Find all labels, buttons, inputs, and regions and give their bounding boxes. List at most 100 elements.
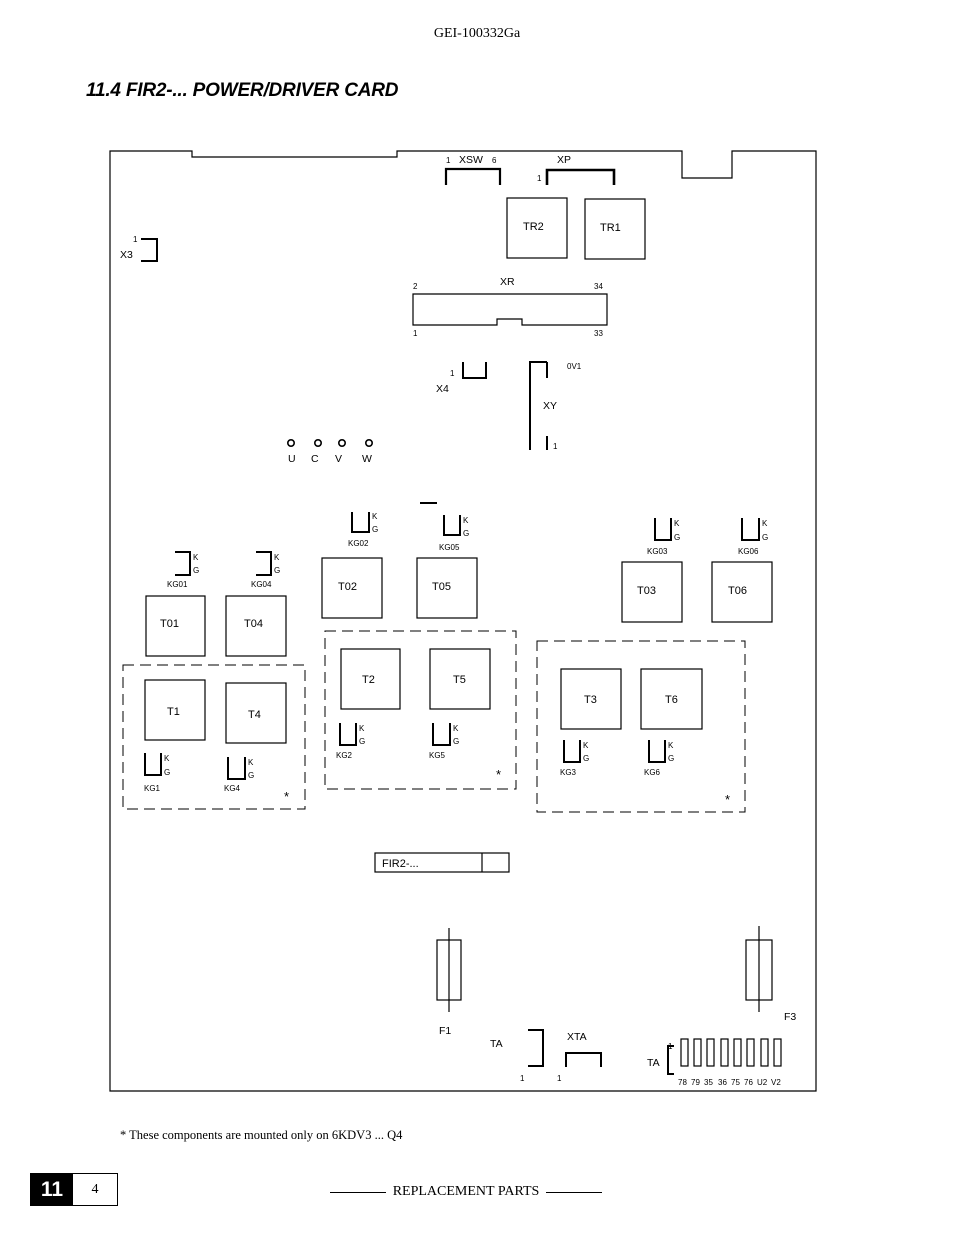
diagram-shape bbox=[648, 740, 666, 763]
diagram-shape bbox=[364, 438, 373, 447]
diagram-shape bbox=[227, 757, 246, 780]
diagram-shape bbox=[225, 682, 287, 744]
fuse-f3 bbox=[745, 926, 773, 1012]
diagram-label: K bbox=[248, 758, 254, 767]
diagram-shape bbox=[565, 1052, 602, 1067]
xp-connector: XP 1 bbox=[537, 154, 616, 185]
xr-label: XR bbox=[500, 276, 515, 288]
diagram-shape bbox=[706, 1038, 715, 1067]
diagram-shape bbox=[528, 1029, 544, 1067]
diagram-label: G bbox=[193, 566, 199, 575]
ta-left-label: TA bbox=[490, 1038, 503, 1050]
diagram-shape bbox=[175, 551, 191, 576]
terminal-35: 35 bbox=[704, 1078, 713, 1087]
thyristor-t06: T06 bbox=[728, 585, 747, 597]
tr2-label: TR2 bbox=[523, 221, 544, 233]
diagram-shape bbox=[720, 1038, 729, 1067]
gate-kg03: KG03 bbox=[647, 547, 668, 556]
xr-pin-2: 2 bbox=[413, 282, 418, 291]
diagram-label: G bbox=[274, 566, 280, 575]
thyristor-t05: T05 bbox=[432, 581, 451, 593]
thyristor-t04: T04 bbox=[244, 618, 263, 630]
gate-kg1: KG1 bbox=[144, 784, 161, 793]
gate-kg01: KG01 bbox=[167, 580, 188, 589]
diagram-label: K bbox=[453, 724, 459, 733]
xta-label: XTA bbox=[567, 1031, 587, 1043]
thyristor-t6: T6 bbox=[665, 694, 678, 706]
diagram-shape bbox=[563, 740, 581, 763]
diagram-shape bbox=[680, 1038, 689, 1067]
test-point-u: U bbox=[288, 453, 296, 465]
diagram-shape bbox=[443, 515, 461, 536]
diagram-shape bbox=[621, 561, 683, 623]
diagram-shape bbox=[444, 167, 502, 185]
optional-marker-left: * bbox=[284, 789, 289, 804]
diagram-shape bbox=[145, 595, 206, 657]
test-point-w: W bbox=[362, 453, 372, 465]
diagram-shape bbox=[374, 852, 510, 873]
chapter-page-box: 11 4 bbox=[30, 1173, 118, 1206]
xp-label: XP bbox=[557, 154, 571, 166]
diagram-label: K bbox=[164, 754, 170, 763]
diagram-shape bbox=[339, 723, 357, 746]
gate-kg5: KG5 bbox=[429, 751, 446, 760]
diagram-label: G bbox=[674, 533, 680, 542]
optional-marker-right: * bbox=[725, 792, 730, 807]
diagram-shape bbox=[337, 438, 346, 447]
diagram-shape bbox=[545, 168, 616, 185]
footer-rule-left bbox=[330, 1191, 386, 1193]
fuse-f1 bbox=[436, 928, 462, 1012]
section-title: 11.4 FIR2-... POWER/DRIVER CARD bbox=[86, 80, 399, 101]
xsw-pin-last: 6 bbox=[492, 156, 497, 165]
document-id: GEI-100332Ga bbox=[433, 26, 521, 41]
diagram-label: G bbox=[583, 754, 589, 763]
xr-connector: XR 2 34 1 33 bbox=[412, 276, 608, 338]
xta-pin-first: 1 bbox=[557, 1074, 562, 1083]
ta-right-terminal-block: TA 1 78 79 35 36 75 76 U2 V2 bbox=[647, 1038, 782, 1087]
diagram-label: K bbox=[463, 516, 469, 525]
thyristor-t02: T02 bbox=[338, 581, 357, 593]
diagram-shape bbox=[429, 648, 491, 710]
tr1-transformer: TR1 bbox=[584, 198, 646, 260]
xr-pin-1: 1 bbox=[413, 329, 418, 338]
xr-pin-33: 33 bbox=[594, 329, 603, 338]
diagram-label: K bbox=[372, 512, 378, 521]
footer-rule-right bbox=[546, 1191, 602, 1193]
diagram-shape bbox=[321, 557, 383, 619]
diagram-shape bbox=[654, 518, 672, 541]
diagram-label: G bbox=[372, 525, 378, 534]
diagram-label: G bbox=[359, 737, 365, 746]
gate-kg06: KG06 bbox=[738, 547, 759, 556]
footer-section-name: REPLACEMENT PARTS bbox=[392, 1184, 540, 1199]
test-point-c: C bbox=[311, 453, 319, 465]
test-points: U C V W bbox=[286, 438, 373, 465]
gate-kg4: KG4 bbox=[224, 784, 241, 793]
diagram-shape bbox=[506, 197, 568, 259]
diagram-label: G bbox=[248, 771, 254, 780]
diagram-label: K bbox=[762, 519, 768, 528]
diagram-shape bbox=[416, 557, 478, 619]
diagram-shape bbox=[313, 438, 322, 447]
thyristor-t2: T2 bbox=[362, 674, 375, 686]
chapter-number: 11 bbox=[31, 1174, 73, 1205]
diagram-shape bbox=[584, 198, 646, 260]
x4-connector: 1 X4 bbox=[436, 362, 487, 395]
tr2-transformer: TR2 bbox=[506, 197, 568, 259]
x4-label: X4 bbox=[436, 383, 449, 395]
fuse-f1-label: F1 bbox=[439, 1025, 451, 1037]
diagram-shape bbox=[760, 1038, 769, 1067]
diagram-shape bbox=[529, 361, 547, 450]
xy-pin-top: 0V1 bbox=[567, 362, 582, 371]
diagram-shape bbox=[144, 753, 162, 776]
ta-left-connector: TA 1 bbox=[490, 1029, 544, 1083]
fuse-f3-label: F3 bbox=[784, 1011, 796, 1023]
diagram-label: G bbox=[164, 768, 170, 777]
gate-kg04: KG04 bbox=[251, 580, 272, 589]
xy-connector: 0V1 XY 1 bbox=[529, 361, 582, 451]
diagram-shape bbox=[693, 1038, 702, 1067]
ta-left-pin-first: 1 bbox=[520, 1074, 525, 1083]
diagram-shape bbox=[746, 1038, 755, 1067]
diagram-label: K bbox=[583, 741, 589, 750]
diagram-shape bbox=[141, 238, 158, 262]
gate-kg3: KG3 bbox=[560, 768, 577, 777]
